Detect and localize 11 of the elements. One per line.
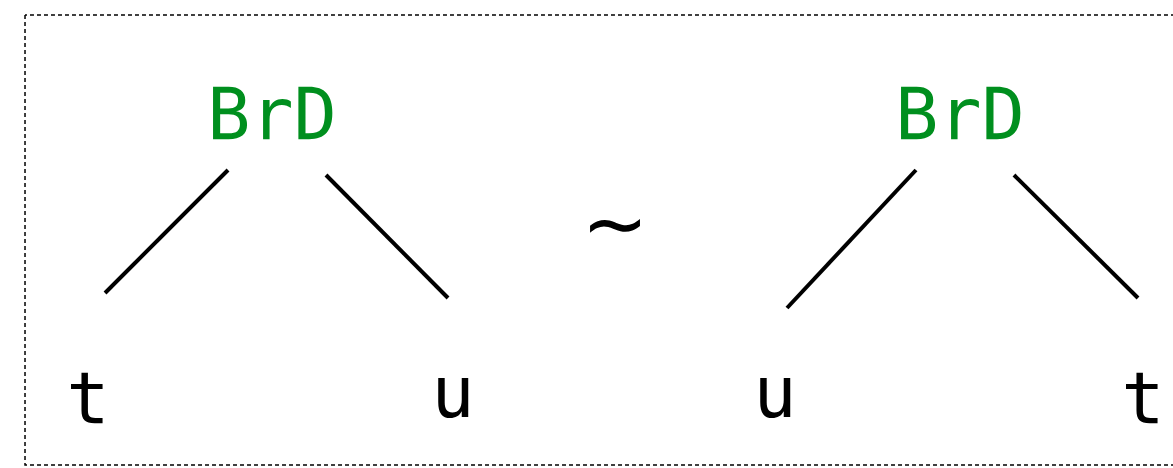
tree-branch-line [785, 168, 918, 310]
tree-leaf-label: u [760, 377, 791, 419]
tree-branch-line [103, 168, 230, 295]
tree-root-label: BrD [901, 86, 1021, 140]
tree-leaf-label: t [1126, 372, 1158, 424]
tree-leaf-label: t [71, 372, 103, 424]
tree-root-label: BrD [213, 86, 333, 140]
tree-leaf-label: u [438, 377, 469, 419]
tree-branch-line [1012, 173, 1140, 300]
tree-branch-line [324, 173, 450, 300]
tilde-symbol: ~ [590, 219, 640, 233]
